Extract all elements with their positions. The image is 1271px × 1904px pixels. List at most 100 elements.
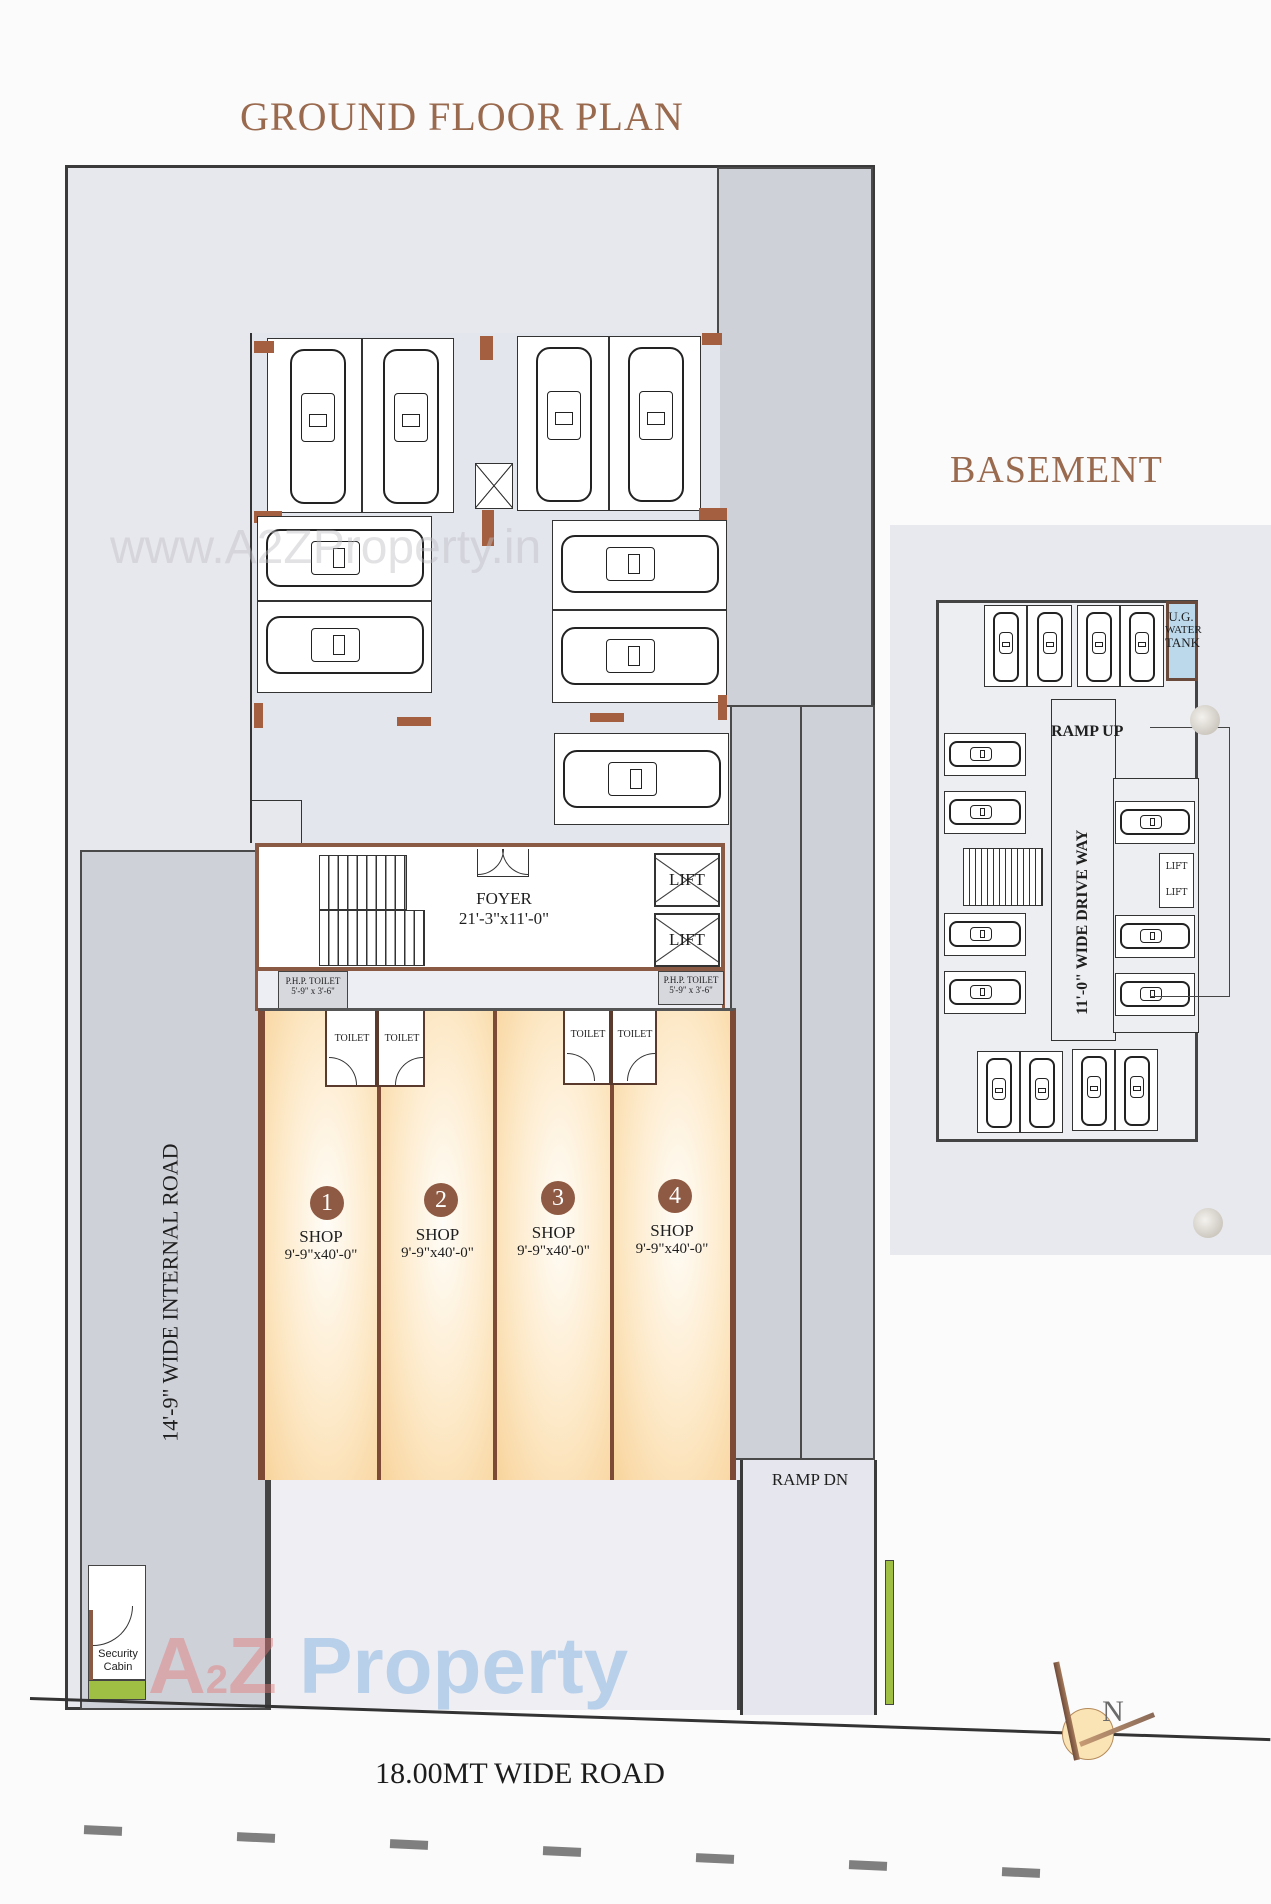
door-swing-icon (329, 1057, 357, 1085)
door-swing-icon (567, 1053, 595, 1081)
car-icon (561, 535, 719, 593)
car-icon (628, 347, 684, 502)
security-cabin-label-1: Security (98, 1648, 138, 1660)
lift-label: LIFT (1165, 862, 1188, 872)
car-icon (949, 979, 1021, 1005)
north-compass-icon: N (1053, 1660, 1160, 1770)
car-icon (949, 741, 1021, 767)
car-icon (1120, 981, 1190, 1007)
toilet-label: TOILET (617, 1029, 653, 1040)
parking-bay (267, 338, 362, 513)
security-cabin-label-2: Cabin (103, 1661, 133, 1674)
ramp-down-area (740, 1460, 877, 1715)
road-dash (848, 1860, 888, 1871)
shaft-icon (475, 463, 513, 509)
road-dash (83, 1825, 123, 1836)
water-tank-label: U.G. WATER TANK (1165, 609, 1202, 651)
shop-size: 9'-9"x40'-0" (401, 1244, 474, 1261)
foyer-size: 21'-3"x11'-0" (458, 908, 550, 928)
php-toilet: P.H.P. TOILET 5'-9" x 3'-6" (278, 971, 348, 1009)
car-icon (383, 349, 439, 504)
php-toilet-size: 5'-9" x 3'-6" (669, 985, 713, 996)
php-toilet-size: 5'-9" x 3'-6" (291, 986, 335, 997)
shop-unit-4[interactable]: 4 SHOP 9'-9"x40'-0" (610, 1011, 735, 1480)
binder-hole (1193, 1208, 1223, 1238)
shop-size: 9'-9"x40'-0" (635, 1240, 709, 1257)
stairs-icon (319, 855, 407, 910)
shop-unit-3[interactable]: 3 SHOP 9'-9"x40'-0" (493, 1011, 615, 1480)
side-setback-strip (717, 167, 873, 707)
shop-unit-2[interactable]: 2 SHOP 9'-9"x40'-0" (377, 1011, 499, 1480)
toilet-label: TOILET (384, 1033, 420, 1044)
ground-floor-title: GROUND FLOOR PLAN (240, 94, 684, 139)
watermark-brand: A2Z Property (148, 1621, 629, 1710)
shop-label: SHOP (299, 1227, 343, 1246)
car-icon (1037, 612, 1063, 682)
parking-bay (609, 336, 701, 511)
car-icon (1081, 1056, 1107, 1126)
shop-number-badge: 2 (424, 1183, 458, 1217)
car-icon (1029, 1058, 1055, 1128)
security-cabin: Security Cabin (88, 1565, 146, 1680)
toilet: TOILET (377, 1011, 425, 1087)
parking-bay (552, 610, 727, 703)
stairs-icon (319, 910, 425, 966)
parking-bay (257, 601, 432, 693)
car-icon (290, 349, 346, 504)
road-dash (542, 1846, 582, 1857)
car-icon (986, 1058, 1012, 1128)
drive-way (1051, 699, 1116, 1041)
greenery-strip (885, 1560, 894, 1705)
car-icon (949, 799, 1021, 825)
toilet-label: TOILET (334, 1033, 370, 1044)
lift-label: LIFT (669, 930, 705, 949)
ramp-up-label: RAMP UP (1051, 723, 1124, 740)
parking-area (250, 333, 729, 843)
toilet: TOILET (563, 1011, 611, 1085)
shop-label: SHOP (531, 1223, 576, 1242)
parking-bay (554, 733, 729, 825)
car-icon (1120, 923, 1190, 949)
greenery-patch (88, 1680, 146, 1700)
watermark-url: www.A2ZProperty.in (110, 521, 542, 574)
binder-hole (1190, 705, 1220, 735)
car-icon (1086, 612, 1112, 682)
car-icon (266, 529, 424, 587)
parking-bay (257, 516, 432, 601)
parking-bay (517, 336, 609, 511)
parking-bay (552, 520, 727, 610)
water-tank (1166, 601, 1198, 681)
foyer-block: FOYER 21'-3"x11'-0" LIFT LIFT (255, 843, 725, 971)
shop-size: 9'-9"x40'-0" (284, 1246, 358, 1263)
basement-block: RAMP UP 11'-0" WIDE DRIVE WAY LIFT LIFT (936, 600, 1199, 1142)
car-icon (949, 921, 1021, 947)
car-icon (1120, 809, 1190, 835)
shop-label: SHOP (415, 1225, 460, 1244)
ramp-strip-right (800, 705, 875, 1460)
foyer-label: FOYER (476, 889, 532, 908)
php-toilet-label: P.H.P. TOILET (663, 975, 719, 985)
door-swing-icon (627, 1053, 655, 1081)
shop-number-badge: 4 (658, 1179, 692, 1213)
lift-label: LIFT (669, 870, 705, 889)
road-label: 18.00MT WIDE ROAD (375, 1757, 665, 1790)
ramp-down-label: RAMP DN (771, 1470, 849, 1489)
parking-bay (362, 338, 454, 513)
internal-road-label: 14'-9" WIDE INTERNAL ROAD (157, 1143, 183, 1442)
car-icon (1124, 1056, 1150, 1126)
road-dash (389, 1839, 429, 1850)
door-swing-icon (93, 1606, 133, 1646)
road-dash (1001, 1867, 1041, 1878)
car-icon (563, 750, 721, 808)
car-icon (561, 627, 719, 685)
ramp-strip-left (730, 705, 802, 1460)
shop-number-badge: 3 (541, 1181, 575, 1215)
front-open-area (268, 1480, 740, 1710)
compass-north-label: N (1102, 1695, 1124, 1728)
road-dash (695, 1853, 735, 1864)
shop-number-badge: 1 (310, 1186, 344, 1220)
toilet: TOILET (611, 1011, 657, 1085)
car-icon (993, 612, 1019, 682)
php-toilet: P.H.P. TOILET 5'-9" x 3'-6" (658, 971, 724, 1005)
lift-icon: LIFT (654, 853, 720, 907)
